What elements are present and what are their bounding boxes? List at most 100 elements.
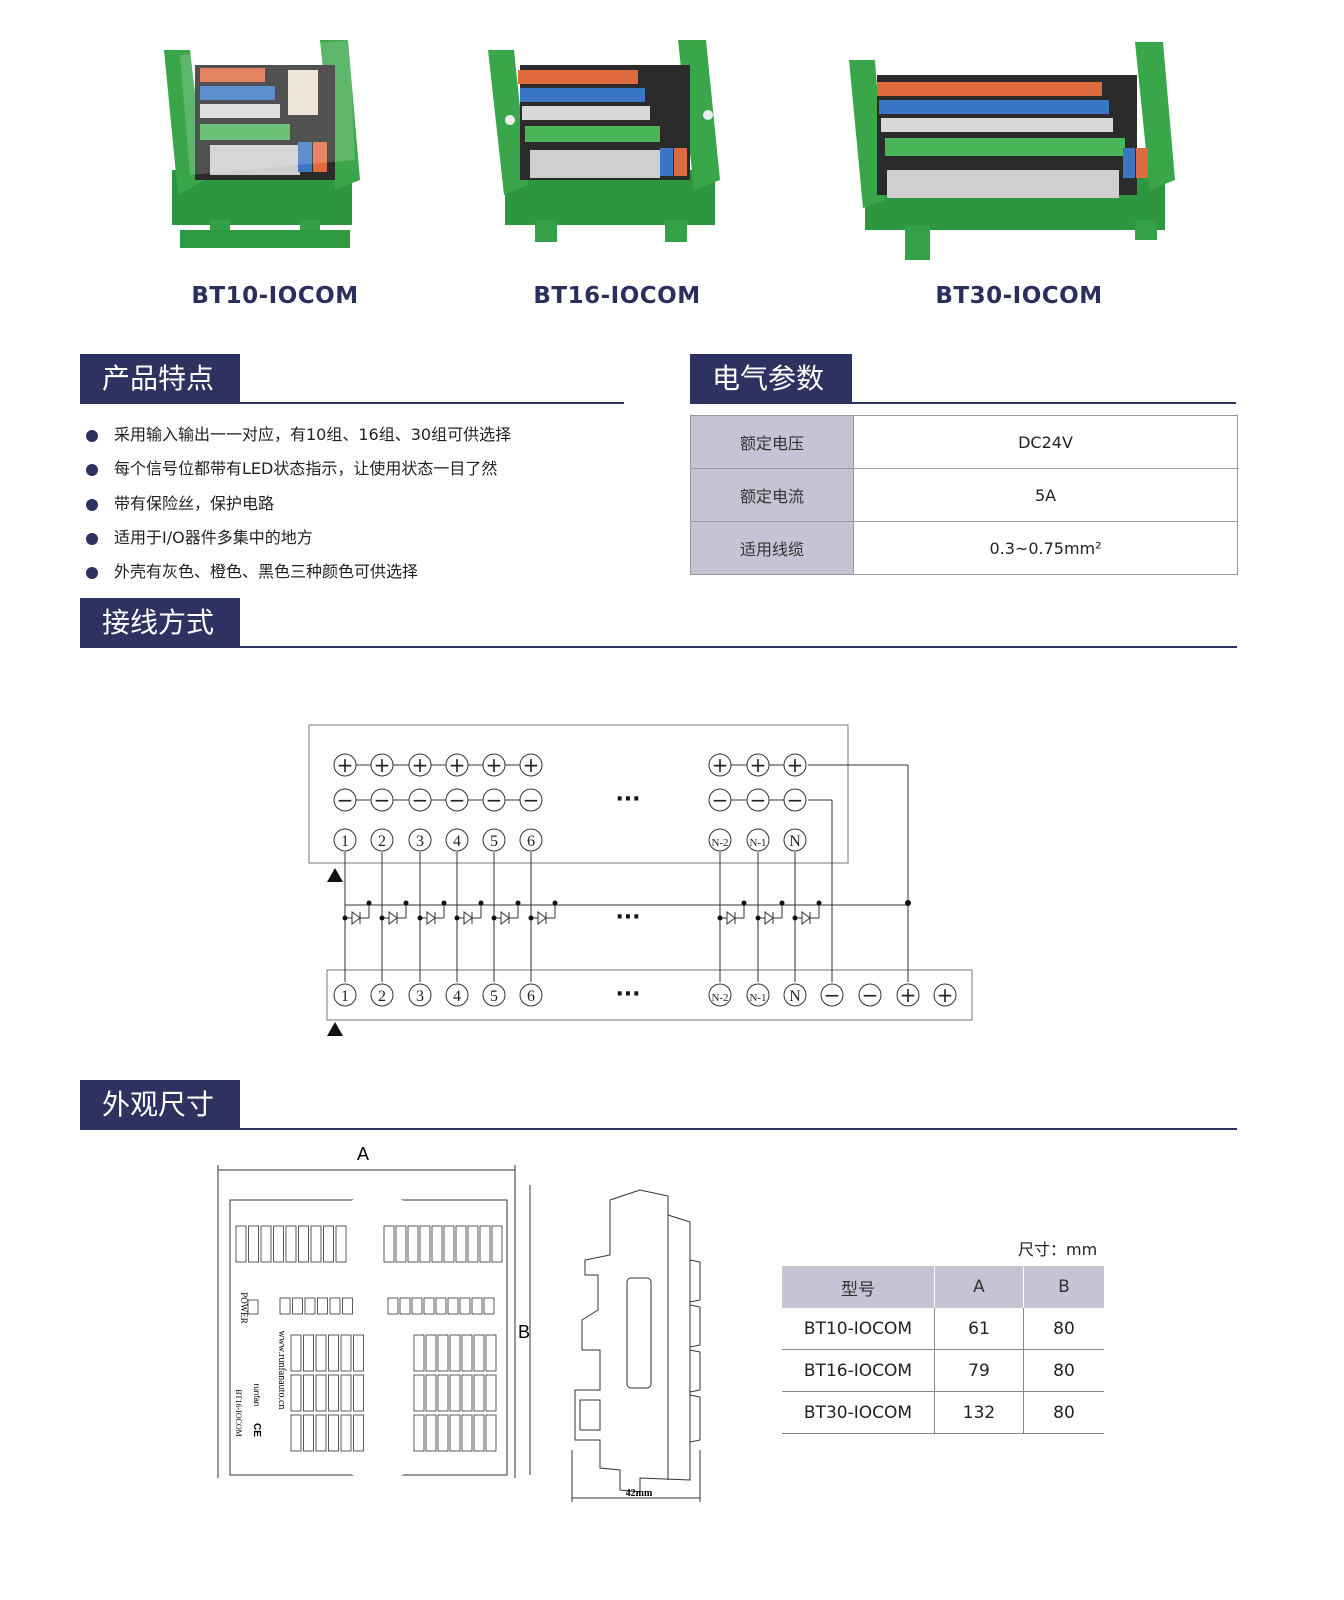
bullet-icon (86, 464, 98, 476)
side-profile-drawing: 42mm (571, 1189, 701, 1502)
cell-model: BT10-IOCOM (782, 1308, 935, 1350)
terminal-number: N-2 (711, 992, 728, 1004)
table-row: 额定电压 DC24V (690, 415, 1238, 469)
terminal-slot (425, 1414, 437, 1452)
plus-terminal-circle (408, 753, 432, 777)
led-slot (447, 1297, 459, 1315)
dimension-label-a: A (357, 1144, 369, 1164)
profile-outline (574, 1189, 691, 1493)
cell-b: 80 (1023, 1308, 1104, 1350)
terminal-slot (340, 1374, 352, 1412)
product-image-bt16 (488, 40, 720, 242)
terminal-slot (335, 1225, 347, 1263)
led-slot (387, 1297, 399, 1315)
terminal-number: 5 (490, 988, 498, 1005)
terminal-slot (449, 1334, 461, 1372)
terminal-slot (431, 1225, 443, 1263)
module-drawing (849, 42, 1175, 260)
terminal-slot (413, 1414, 425, 1452)
terminal-slot (461, 1374, 473, 1412)
terminal-number: 2 (378, 988, 386, 1005)
minus-terminal-sign: − (337, 788, 354, 812)
cell-model: BT16-IOCOM (782, 1349, 935, 1392)
minus-terminal-sign: − (824, 983, 841, 1007)
minus-terminal-circle (519, 788, 543, 812)
terminal-slot (461, 1334, 473, 1372)
terminal-slot (328, 1414, 339, 1452)
param-value: DC24V (853, 415, 1238, 469)
section-dimensions-header: 外观尺寸 (80, 1080, 1237, 1130)
led-slot (459, 1297, 471, 1315)
terminal-slot (455, 1225, 467, 1263)
table-row: 适用线缆 0.3~0.75mm² (690, 521, 1238, 575)
section-divider (80, 1128, 1237, 1130)
terminal-slot (303, 1414, 314, 1452)
junction-dot (816, 900, 822, 906)
side-width-label: 42mm (626, 1488, 653, 1499)
terminal-circle (783, 828, 807, 852)
led-slot (329, 1297, 341, 1315)
minus-terminal-circle (858, 983, 882, 1007)
junction-dot (441, 900, 447, 906)
terminal-circle (408, 983, 432, 1007)
junction-dot (478, 900, 484, 906)
table-row: BT10-IOCOM 61 80 (782, 1308, 1104, 1350)
bullet-icon (86, 499, 98, 511)
terminal-slot (315, 1374, 327, 1412)
terminal-circle (519, 828, 543, 852)
junction-dot (741, 900, 747, 906)
terminal-slot (273, 1225, 284, 1263)
plus-terminal-circle (519, 753, 543, 777)
minus-terminal-sign: − (523, 788, 540, 812)
terminal-slot (323, 1225, 334, 1263)
junction-dot (417, 915, 423, 921)
terminal-slot (479, 1225, 491, 1263)
param-value: 5A (853, 468, 1238, 522)
led-diode-icon (801, 911, 811, 925)
led-slot (483, 1297, 495, 1315)
triangle-marker-icon (327, 868, 343, 882)
terminal-slot (303, 1374, 314, 1412)
terminal-circle (708, 828, 732, 852)
led-diode-icon (388, 911, 398, 925)
minus-terminal-sign: − (787, 788, 804, 812)
terminal-circle (333, 828, 357, 852)
junction-dot (779, 900, 785, 906)
terminal-slot (485, 1334, 497, 1372)
led-slot (279, 1297, 291, 1315)
terminal-circle (783, 983, 807, 1007)
section-title: 产品特点 (80, 354, 240, 404)
pcb-url-label: www.runfanauto.cn (276, 1331, 287, 1410)
led-slot (292, 1297, 303, 1315)
terminal-number: 3 (416, 833, 424, 850)
bullet-icon (86, 567, 98, 579)
terminal-slot (328, 1374, 339, 1412)
terminal-slot (340, 1414, 352, 1452)
junction-dot (717, 915, 723, 921)
pcb-power-label: POWER (239, 1292, 249, 1324)
column-header: B (1023, 1266, 1104, 1308)
junction-dot (491, 915, 497, 921)
terminal-slot (290, 1334, 302, 1372)
minus-terminal-sign: − (712, 788, 729, 812)
terminal-slot (303, 1334, 314, 1372)
product-name: BT30-IOCOM (935, 283, 1103, 309)
terminal-slot (353, 1334, 364, 1372)
plus-terminal-sign: + (750, 753, 767, 777)
section-wiring-header: 接线方式 (80, 598, 1237, 648)
plus-terminal-sign: + (787, 753, 804, 777)
led-slot (247, 1299, 259, 1315)
terminal-slot (328, 1334, 339, 1372)
section-title: 接线方式 (80, 598, 240, 648)
plus-terminal-circle (746, 753, 770, 777)
plus-terminal-circle (708, 753, 732, 777)
plus-terminal-sign: + (486, 753, 503, 777)
terminal-slot (395, 1225, 407, 1263)
terminal-slot (485, 1414, 497, 1452)
terminal-slot (290, 1374, 302, 1412)
terminal-slot (467, 1225, 479, 1263)
led-slot (471, 1297, 483, 1315)
terminal-slot (485, 1374, 497, 1412)
led-diode-icon (726, 911, 736, 925)
led-slot (435, 1297, 447, 1315)
